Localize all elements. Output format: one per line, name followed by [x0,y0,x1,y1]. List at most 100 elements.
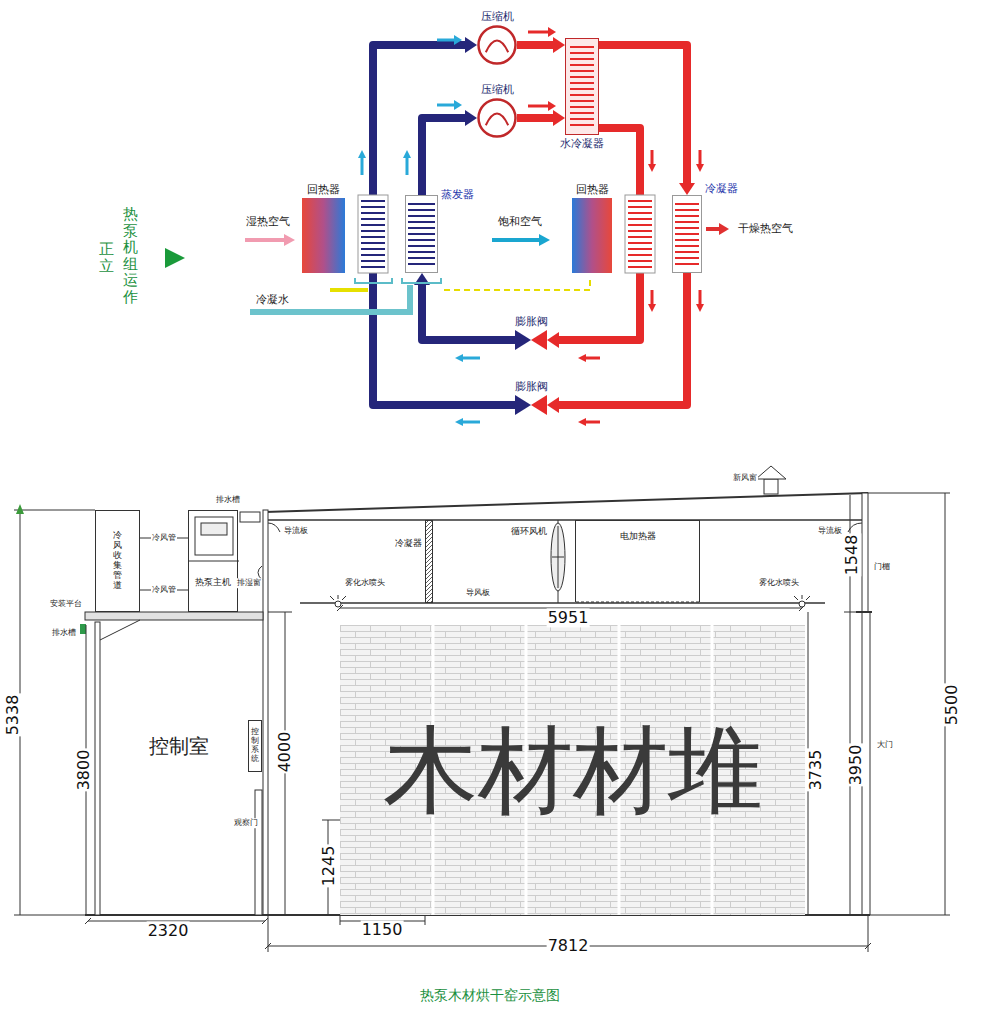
part-name: 循环风机 [511,526,547,537]
regenR-shape [572,198,612,273]
part-name: 冷凝器 [705,182,738,195]
edge-label: 冷风管 [151,533,177,543]
ext-line [322,820,340,821]
wall [263,510,268,915]
ext-line [844,612,856,613]
evaporator-coil: 蒸发器 [405,195,438,273]
part-name: 回热器 [307,183,340,196]
wall [862,493,868,612]
pipe-connector [422,110,477,195]
arrow-head [465,110,477,126]
screen [201,523,227,535]
coilR-shape [672,195,702,273]
heat-pump-unit: 热泵主机 [188,510,238,612]
expansion-valve: 膨胀阀 [515,395,547,415]
part-label: 大门 [876,740,894,750]
condenser-coil: 冷凝器 [672,195,702,273]
lumber-stack: 木材材堆 [340,625,805,915]
coil-frame [625,195,655,273]
flow-arrow [455,418,463,426]
flow-arrow [548,101,556,111]
part-name: 冷凝器 [395,538,422,549]
coilB-shape [405,195,438,273]
flow-arrow [651,150,654,165]
drip-tray [402,278,441,283]
air-guide-plate [300,602,825,604]
node-text: 控制室 [149,734,209,758]
air-label: 湿热空气 [246,215,290,228]
flow-arrow [462,357,480,360]
flow-arrow [528,105,548,108]
drip-tray [355,278,392,283]
flow-arrows [245,27,729,426]
expansion-valve: 膨胀阀 [515,330,547,350]
flow-arrow [406,157,409,175]
part-label: 导流板 [817,526,843,536]
part-label: 安装平台 [49,599,83,609]
dimension: 3735 [806,749,825,792]
fan-body [551,523,565,591]
flow-arrow [651,290,654,305]
fan-blade [552,557,564,558]
coil-frame [673,196,702,273]
dimension: 7812 [547,936,590,955]
flow-arrow [696,304,704,312]
dimension: 4000 [275,731,294,774]
kiln-condenser: 冷凝器 [425,520,433,603]
condenser-casing [566,39,599,135]
flow-arrow [699,290,702,305]
flow-arrow [437,39,455,42]
part-name: 水冷凝器 [560,137,604,150]
air-arrow [539,234,550,246]
pipe [422,283,515,340]
air-arrow [719,223,729,235]
vertical-caption: 热泵机组运作 [123,206,138,305]
regenerator-panel [572,198,612,273]
compressor: 压缩机 [477,98,517,138]
kiln-drawing [14,466,950,952]
regenerator: 回热器 [572,198,612,273]
water-label: 冷凝水 [256,293,289,306]
ext-line [14,510,95,511]
valve-half [531,395,547,415]
air-arrow [706,227,720,231]
valve-shape [515,395,547,415]
ext-line [14,915,85,916]
pipe-connector [517,110,565,126]
part-name: 膨胀阀 [515,380,548,393]
part-name: 回热器 [576,183,609,196]
coil [675,199,699,269]
nozzle-spray [794,595,810,600]
flow-arrow [454,35,462,45]
part-name: 蒸发器 [441,188,474,201]
divider [189,561,239,562]
compressor-body [479,27,516,64]
flow-arrow [648,304,656,312]
vent-hood [756,466,786,479]
node-text: 热泵主机 [195,577,231,588]
valve-half [515,395,531,415]
control-panel [195,517,233,555]
part-label: 观察门 [233,818,259,828]
part-name: 压缩机 [481,83,514,96]
part-label: 雾化水喷头 [758,578,800,588]
flow-arrow [455,354,463,362]
pipe-connector [373,37,515,405]
flow-arrow [696,164,704,172]
part-label: 排水槽 [51,628,77,638]
condenser-coil [570,43,594,130]
part-label: 雾化水喷头 [344,578,386,588]
flow-arrow [648,164,656,172]
air-arrow [492,238,540,242]
brace [100,620,140,640]
flow-arrow [699,150,702,165]
pipe [517,114,555,122]
vent-hood [764,479,778,494]
ext-line [870,915,950,916]
arrow-head [465,37,477,53]
coil [628,199,652,269]
coil [408,199,435,269]
flow-arrow [358,150,366,158]
pipe-connector [599,45,695,195]
arrow-head [553,110,565,126]
